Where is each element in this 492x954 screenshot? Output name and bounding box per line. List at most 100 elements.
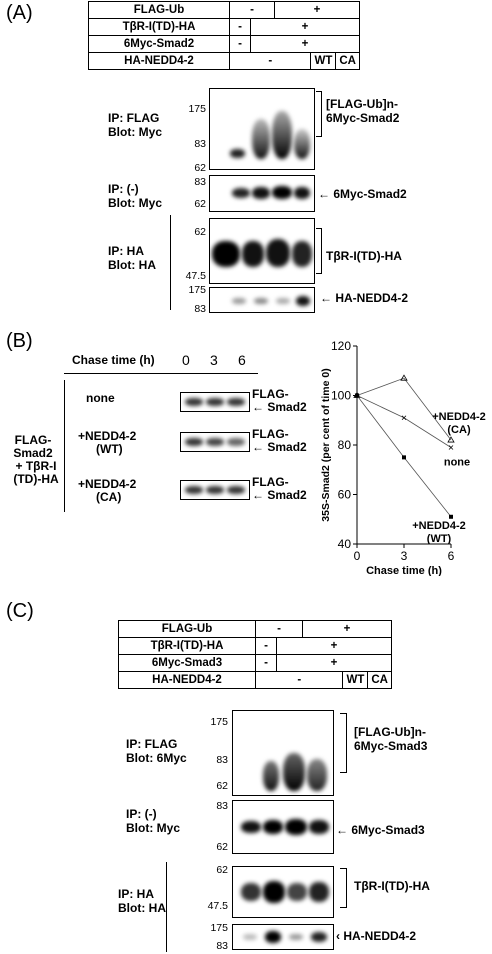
y-tick-label: 40 xyxy=(338,537,352,551)
mw-marker: 175 xyxy=(210,922,228,934)
cell: CA xyxy=(335,52,360,70)
row-label: TβR-I(TD)-HA xyxy=(88,18,230,36)
a-blot3-image xyxy=(209,218,315,284)
mw-marker: 62 xyxy=(216,864,228,876)
mw-marker: 83 xyxy=(216,800,228,812)
cell: - xyxy=(255,654,277,672)
a-blot2-blot: Blot: Myc xyxy=(108,196,162,210)
series-label: +NEDD4-2 xyxy=(412,520,466,532)
c-blot1-blot: Blot: 6Myc xyxy=(126,751,187,765)
cell: WT xyxy=(342,671,369,689)
a-blot3-label: TβR-I(TD)-HA xyxy=(326,249,402,263)
data-point xyxy=(402,455,406,460)
b-time: 6 xyxy=(238,352,246,368)
data-point xyxy=(355,393,359,398)
b-left-label-2: + TβR-I (TD)-HA xyxy=(13,459,59,486)
a-blot3-ip: IP: HA xyxy=(108,244,144,258)
cell: + xyxy=(250,35,360,53)
a-blot2-image xyxy=(209,175,315,212)
c-blot1-label-2: 6Myc-Smad3 xyxy=(354,739,428,753)
arrow-icon: ← xyxy=(252,440,268,454)
arrow-icon: ← xyxy=(318,187,334,201)
b-row2-label: FLAG-← Smad2 xyxy=(252,427,307,454)
b-left-label: FLAG- Smad2 xyxy=(13,433,53,460)
cell: - xyxy=(255,620,303,638)
c-blot1-label-1: [FLAG-Ub]n- xyxy=(354,725,426,739)
arrow-icon: ← xyxy=(336,823,352,837)
a-blot1-ip: IP: FLAG xyxy=(108,111,160,125)
b-time: 3 xyxy=(210,352,218,368)
mw-marker: 83 xyxy=(216,940,228,952)
a-blot3-blot: Blot: HA xyxy=(108,258,156,272)
panel-b-letter: (B) xyxy=(6,330,33,352)
row-label: HA-NEDD4-2 xyxy=(88,52,230,70)
series-label: none xyxy=(444,456,470,468)
cell: - xyxy=(228,52,312,70)
data-point xyxy=(448,445,454,450)
c-blot1-image xyxy=(232,710,334,796)
a-blot4-image xyxy=(209,287,315,313)
cell: - xyxy=(254,671,344,689)
row-label: FLAG-Ub xyxy=(88,1,230,19)
mw-marker: 47.5 xyxy=(185,270,206,282)
cell: + xyxy=(250,18,360,36)
mw-marker: 83 xyxy=(194,176,206,188)
arrow-icon: ← xyxy=(252,488,268,502)
c-blot2-label: ← 6Myc-Smad3 xyxy=(336,823,425,837)
b-time: 0 xyxy=(182,352,190,368)
cell: - xyxy=(255,637,277,655)
c-blot2-ip: IP: (-) xyxy=(126,807,157,821)
cell: CA xyxy=(367,671,392,689)
b-row1-cond: none xyxy=(86,391,115,405)
row-label: HA-NEDD4-2 xyxy=(118,671,256,689)
a-blot1-blot: Blot: Myc xyxy=(108,125,162,139)
panel-a-letter: (A) xyxy=(6,2,33,24)
row-label: FLAG-Ub xyxy=(118,620,256,638)
c-blot3-blot: Blot: HA xyxy=(118,901,166,915)
panel-c-letter: (C) xyxy=(6,600,34,622)
series-line xyxy=(356,377,452,441)
mw-marker: 83 xyxy=(216,754,228,766)
arrow-icon: ‹ xyxy=(336,929,344,943)
cell: + xyxy=(276,654,392,672)
row-label: 6Myc-Smad3 xyxy=(118,654,256,672)
mw-marker: 62 xyxy=(194,198,206,210)
a-blot2-label: ← 6Myc-Smad2 xyxy=(318,187,407,201)
a-blot1-label-2: 6Myc-Smad2 xyxy=(326,111,400,125)
c-blot2-image xyxy=(232,800,334,854)
mw-marker: 83 xyxy=(194,138,206,150)
data-point xyxy=(447,436,455,443)
cell: + xyxy=(274,1,360,19)
c-blot3-label: TβR-I(TD)-HA xyxy=(354,879,430,893)
mw-marker: 175 xyxy=(188,284,206,296)
b-row2-cond: +NEDD4-2(WT) xyxy=(78,429,137,456)
b-row3-label: FLAG-← Smad2 xyxy=(252,475,307,502)
y-tick-label: 80 xyxy=(338,438,352,452)
a-blot2-ip: IP: (-) xyxy=(108,182,139,196)
b-row3-cond: +NEDD4-2(CA) xyxy=(78,477,137,504)
c-blot2-blot: Blot: Myc xyxy=(126,821,180,835)
y-tick-label: 120 xyxy=(331,339,351,353)
b-row1-label: FLAG-← Smad2 xyxy=(252,387,307,414)
a-blot4-label: ← HA-NEDD4-2 xyxy=(320,291,409,305)
data-point xyxy=(400,374,408,381)
mw-marker: 62 xyxy=(194,162,206,174)
c-blot3-image xyxy=(232,866,334,918)
data-point xyxy=(449,514,453,519)
b-row3-blot xyxy=(180,480,250,500)
x-tick-label: 6 xyxy=(448,549,455,563)
data-point xyxy=(401,415,407,421)
y-tick-label: 60 xyxy=(338,488,352,502)
cell: - xyxy=(229,18,251,36)
panel-c-condition-table: FLAG-Ub - + TβR-I(TD)-HA - + 6Myc-Smad3 … xyxy=(118,620,392,689)
arrow-icon: ← xyxy=(320,291,336,305)
cell: + xyxy=(302,620,392,638)
cell: + xyxy=(276,637,392,655)
a-blot1-label-1: [FLAG-Ub]n- xyxy=(326,97,398,111)
panel-a-condition-table: FLAG-Ub - + TβR-I(TD)-HA - + 6Myc-Smad2 … xyxy=(88,1,360,70)
y-tick-label: 100 xyxy=(331,389,351,403)
series-label: (CA) xyxy=(447,424,471,436)
mw-marker: 83 xyxy=(194,303,206,315)
series-label: +NEDD4-2 xyxy=(432,411,486,423)
